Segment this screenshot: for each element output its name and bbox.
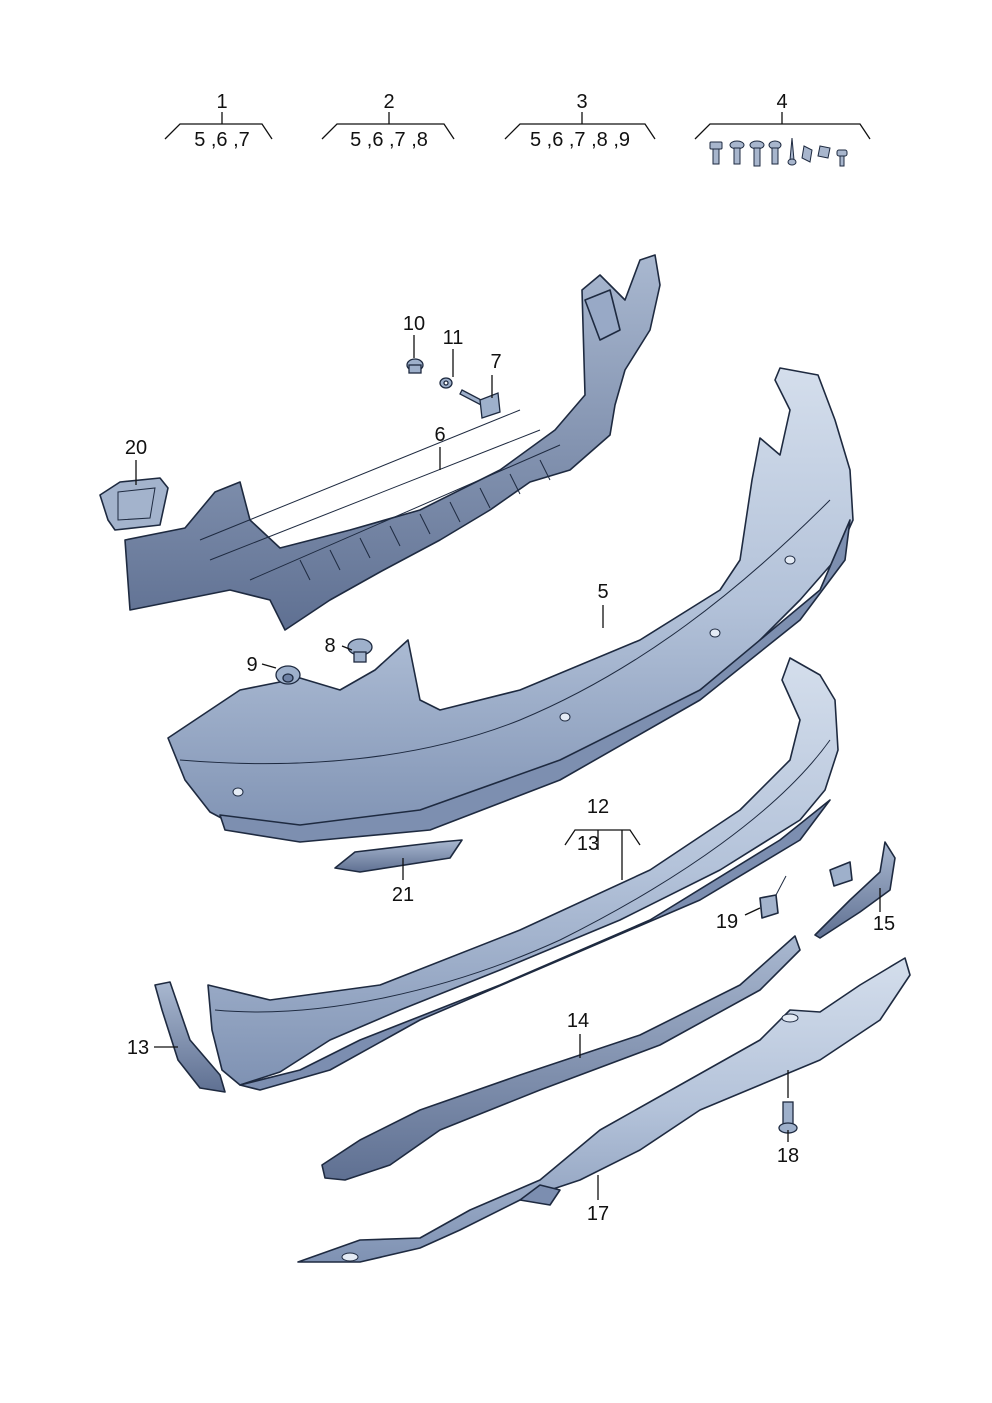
callout-12: 12	[587, 796, 609, 818]
callout-11: 11	[443, 327, 464, 349]
callout-8: 8	[324, 635, 335, 657]
group-3-contents: 5 ,6 ,7 ,8 ,9	[530, 129, 630, 151]
group-2: 2 5 ,6 ,7 ,8	[321, 91, 455, 151]
sensor-bracket-part	[99, 477, 169, 531]
group-2-number: 2	[383, 91, 394, 113]
callout-19: 19	[716, 911, 738, 933]
callout-15: 15	[873, 913, 895, 935]
group-1-contents: 5 ,6 ,7	[194, 129, 250, 151]
side-trim-13-part	[154, 981, 226, 1093]
group-3-number: 3	[576, 91, 587, 113]
fastener-set-icon	[709, 137, 848, 167]
group-3: 3 5 ,6 ,7 ,8 ,9	[504, 91, 656, 151]
callout-7: 7	[490, 351, 501, 373]
group-4-number: 4	[776, 91, 787, 113]
callout-17: 17	[587, 1203, 609, 1225]
lower-bumper-part	[207, 657, 839, 1091]
callout-13-group: 13	[577, 833, 599, 855]
callout-18: 18	[777, 1145, 799, 1167]
callout-21: 21	[392, 884, 414, 906]
reflector-15-part	[814, 841, 896, 939]
bumper-carrier-part	[124, 254, 661, 631]
nut-10-part	[406, 358, 424, 374]
connector-19-part	[759, 875, 787, 919]
group-1-number: 1	[216, 91, 227, 113]
chrome-strip-14-part	[321, 935, 801, 1181]
leader-lines	[135, 335, 881, 1200]
screw-18-part	[778, 1101, 798, 1134]
parking-sensor-holes	[232, 555, 796, 797]
diffuser-17-part	[297, 957, 911, 1263]
callout-13: 13	[127, 1037, 149, 1059]
bumper-cover-part	[167, 367, 854, 843]
callout-14: 14	[567, 1010, 589, 1032]
callout-20: 20	[125, 437, 147, 459]
washer-11-part	[439, 377, 453, 389]
callout-9: 9	[246, 654, 257, 676]
callouts: 5 6 7 8 9 10 11 12 13 13 14 15 17 18 19 …	[125, 313, 895, 1225]
stud-7-part	[459, 389, 501, 419]
callout-10: 10	[403, 313, 425, 335]
group-2-contents: 5 ,6 ,7 ,8	[350, 129, 428, 151]
group-1: 1 5 ,6 ,7	[164, 91, 273, 151]
clip-9-part	[275, 665, 301, 685]
clip-8-part	[347, 638, 373, 663]
trim-strip-21-part	[334, 839, 463, 873]
callout-5: 5	[597, 581, 608, 603]
callout-6: 6	[434, 424, 445, 446]
group-4: 4	[694, 91, 871, 167]
